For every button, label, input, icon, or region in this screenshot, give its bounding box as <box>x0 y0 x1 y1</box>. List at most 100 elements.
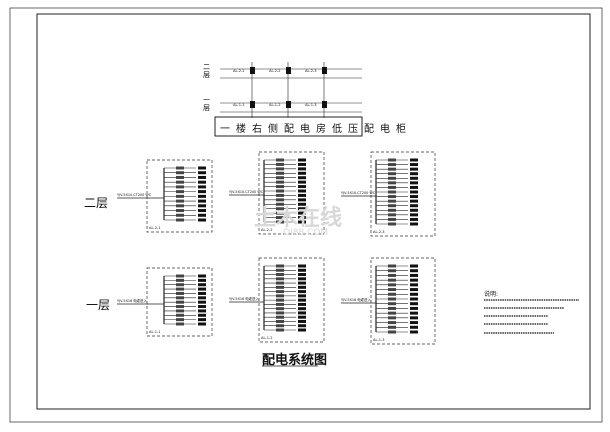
breaker-symbol <box>276 189 284 193</box>
watermark-subtext: OI88.COM <box>283 228 329 238</box>
panel-diagram: YJV-5X10-CT200 WC AL-2-3 <box>341 151 436 237</box>
notes-block <box>484 299 579 334</box>
breaker-symbol <box>176 213 184 217</box>
feeder-spec: YJV-5X16 电缆进入 <box>341 297 371 302</box>
breaker-symbol <box>388 208 396 212</box>
breaker-symbol <box>176 283 184 287</box>
circuit-label-mark <box>298 290 306 294</box>
breaker-symbol <box>276 211 284 215</box>
circuit-label-mark <box>298 285 306 289</box>
breaker-symbol <box>276 273 284 277</box>
watermark: 土木在线 <box>254 206 343 231</box>
breaker-symbol <box>276 158 284 162</box>
circuit-label-mark <box>410 185 418 189</box>
breaker-symbol <box>276 324 284 328</box>
circuit-label-mark <box>198 199 206 203</box>
breaker-symbol <box>388 185 396 189</box>
breaker-symbol <box>276 311 284 315</box>
circuit-label-mark <box>410 292 418 296</box>
breaker-symbol <box>276 180 284 184</box>
circuit-label-mark <box>198 309 206 313</box>
breaker-symbol <box>388 176 396 180</box>
riser-box <box>286 67 291 74</box>
feeder-spec: YJV-5X16 电缆进入 <box>229 296 259 301</box>
circuit-label-mark <box>298 167 306 171</box>
circuit-label-mark <box>410 158 418 162</box>
breaker-symbol <box>388 213 396 217</box>
breaker-symbol <box>176 194 184 198</box>
circuit-label-mark <box>298 198 306 202</box>
breaker-symbol <box>276 285 284 289</box>
cabinet-label: 一楼右侧配电房低压配电柜 <box>220 124 412 135</box>
breaker-symbol <box>388 222 396 226</box>
circuit-label-mark <box>198 300 206 304</box>
feeder-spec: YJV-5X10-CT200 WC <box>341 191 376 195</box>
drawing-caption: 配电系统图 <box>262 353 328 368</box>
feeder-spec: YJV-5X10-CT200 WC <box>229 190 264 194</box>
circuit-label-mark <box>410 269 418 273</box>
riser-box <box>286 101 291 108</box>
breaker-symbol <box>276 193 284 197</box>
feeder-spec: YJV-5X10-CT200 WC <box>117 193 152 197</box>
circuit-label-mark <box>198 185 206 189</box>
circuit-label-mark <box>198 305 206 309</box>
circuit-label-mark <box>410 330 418 334</box>
circuit-label-mark <box>410 181 418 185</box>
breaker-symbol <box>388 288 396 292</box>
circuit-label-mark <box>298 319 306 323</box>
circuit-label-mark <box>298 277 306 281</box>
circuit-label-mark <box>410 222 418 226</box>
panel-enclosure <box>146 159 213 233</box>
circuit-label-mark <box>298 311 306 315</box>
breaker-symbol <box>388 283 396 287</box>
riser-box <box>322 101 327 108</box>
breaker-symbol <box>276 176 284 180</box>
circuit-label-mark <box>198 204 206 208</box>
inner-frame <box>36 13 591 410</box>
breaker-symbol <box>176 274 184 278</box>
circuit-label-mark <box>298 180 306 184</box>
breaker-symbol <box>176 209 184 213</box>
circuit-label-mark <box>298 268 306 272</box>
circuit-label-mark <box>410 195 418 199</box>
circuit-label-mark <box>410 217 418 221</box>
riser-box <box>322 67 327 74</box>
breaker-symbol <box>388 204 396 208</box>
circuit-label-mark <box>410 306 418 310</box>
circuit-label-mark <box>298 307 306 311</box>
breaker-symbol <box>176 322 184 326</box>
circuit-label-mark <box>198 287 206 291</box>
panel-tag: AL-1-2 <box>261 336 273 340</box>
breaker-symbol <box>176 180 184 184</box>
circuit-label-mark <box>298 281 306 285</box>
circuit-label-mark <box>198 190 206 194</box>
breaker-symbol <box>388 325 396 329</box>
circuit-label-mark <box>298 220 306 224</box>
breaker-symbol <box>388 306 396 310</box>
breaker-symbol <box>276 268 284 272</box>
breaker-symbol <box>388 190 396 194</box>
circuit-label-mark <box>410 199 418 203</box>
riser-box-tag: AL-2-1 <box>233 69 245 73</box>
circuit-label-mark <box>298 202 306 206</box>
panel-tag: AL-2-3 <box>373 230 385 234</box>
breaker-symbol <box>276 319 284 323</box>
breaker-symbol <box>176 287 184 291</box>
breaker-symbol <box>176 300 184 304</box>
circuit-label-mark <box>198 313 206 317</box>
circuit-label-mark <box>410 316 418 320</box>
breaker-symbol <box>276 264 284 268</box>
circuit-label-mark <box>198 180 206 184</box>
breaker-symbol <box>176 185 184 189</box>
breaker-symbol <box>388 302 396 306</box>
panel-enclosure <box>370 151 436 237</box>
circuit-label-mark <box>198 283 206 287</box>
circuit-label-mark <box>410 172 418 176</box>
circuit-label-mark <box>198 278 206 282</box>
circuit-label-mark <box>298 189 306 193</box>
circuit-label-mark <box>410 208 418 212</box>
circuit-label-mark <box>298 193 306 197</box>
